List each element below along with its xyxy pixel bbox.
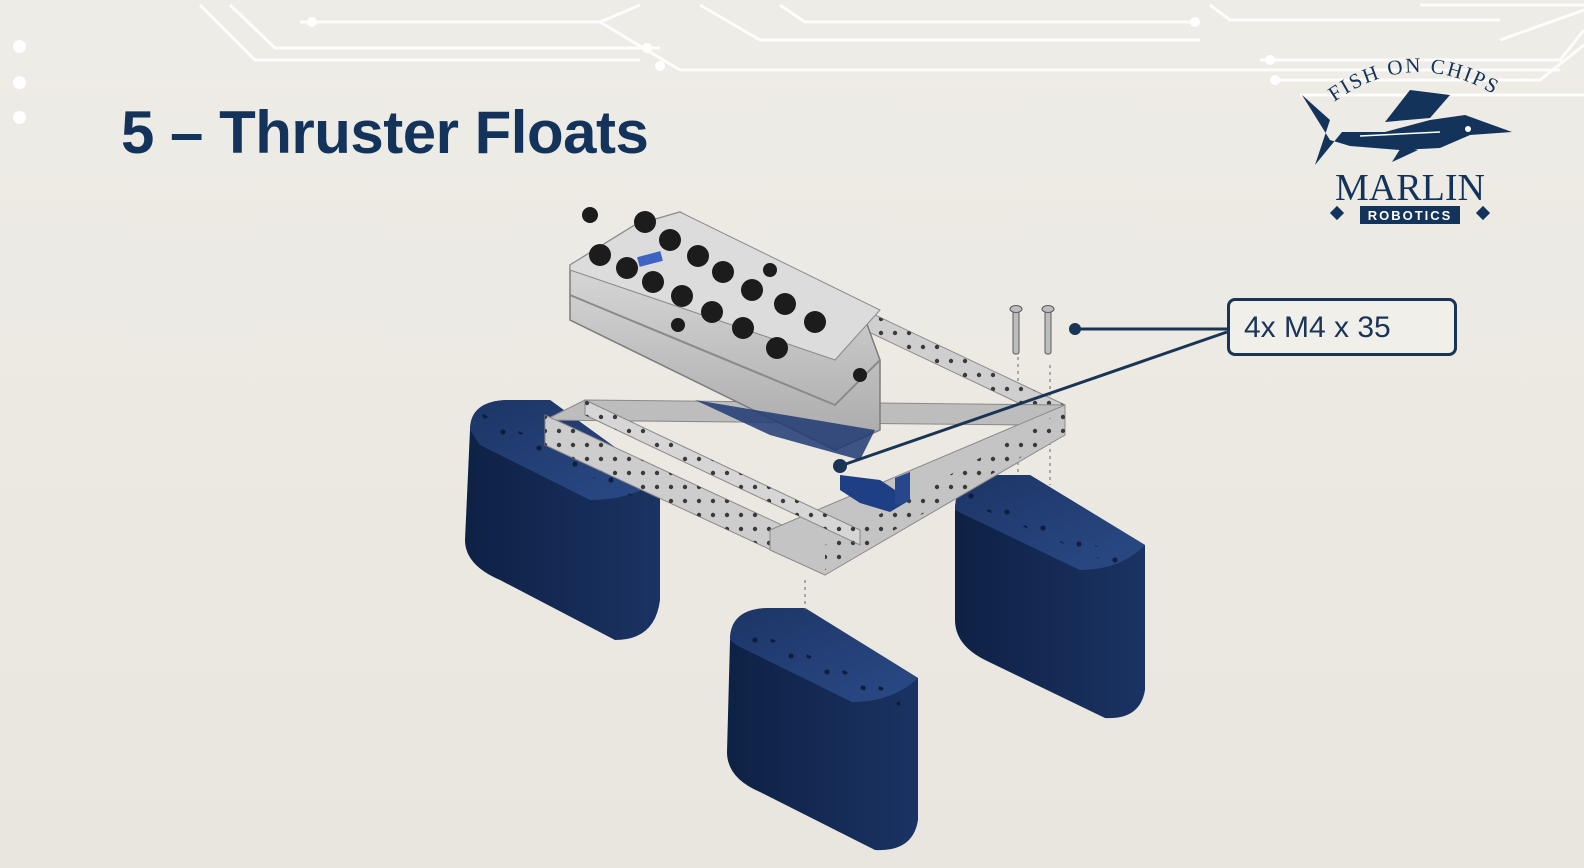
screw-callout-label: 4x M4 x 35 [1244, 311, 1391, 344]
m4-screw-icon [1009, 305, 1055, 355]
logo-wordmark: MARLIN [1335, 167, 1485, 209]
decor-dot-1 [13, 40, 26, 53]
marlin-fish-icon [1302, 90, 1512, 165]
bracket [840, 472, 910, 512]
float-right [955, 475, 1145, 719]
thruster-float-assembly [465, 207, 1145, 851]
slide-title: 5 – Thruster Floats [121, 99, 649, 166]
screw-callout-box: 4x M4 x 35 [1227, 298, 1457, 356]
logo-subtitle: ROBOTICS [1368, 208, 1453, 223]
float-bottom [727, 608, 918, 851]
decor-dot-2 [13, 76, 26, 89]
decor-dot-3 [13, 111, 26, 124]
marlin-robotics-logo: FISH ON CHIPS MARLIN ROBOTICS [1302, 53, 1512, 224]
logo-chip-icon [1329, 205, 1491, 221]
electronics-enclosure [569, 207, 881, 460]
